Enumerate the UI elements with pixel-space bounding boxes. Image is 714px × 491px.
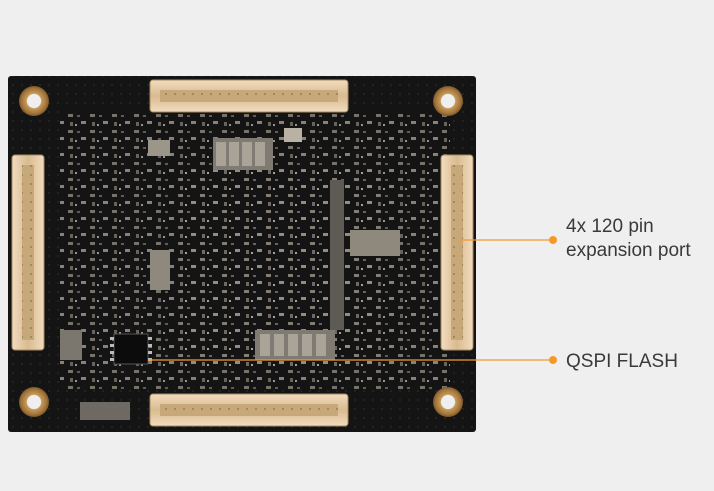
connector-bottom xyxy=(149,393,349,427)
connector-right xyxy=(440,154,474,351)
mounting-hole xyxy=(19,86,49,116)
mounting-hole xyxy=(433,387,463,417)
expansion-port-label: 4x 120 pin expansion port xyxy=(566,215,691,263)
mounting-hole xyxy=(19,387,49,417)
mounting-hole xyxy=(433,86,463,116)
connector-left xyxy=(11,154,45,351)
expansion-port-label-line2: expansion port xyxy=(566,240,691,261)
expansion-connectors xyxy=(11,79,474,427)
callout-dot-flash xyxy=(549,356,557,364)
components xyxy=(60,128,400,420)
callouts xyxy=(148,236,557,364)
qspi-flash-label: QSPI FLASH xyxy=(566,350,678,374)
mounting-holes xyxy=(19,86,463,417)
connector-top xyxy=(149,79,349,113)
pcb xyxy=(8,76,476,432)
qspi-flash-label-line1: QSPI FLASH xyxy=(566,351,678,372)
qspi-flash-chip xyxy=(110,333,152,365)
callout-dot-expansion xyxy=(549,236,557,244)
expansion-port-label-line1: 4x 120 pin xyxy=(566,216,654,237)
